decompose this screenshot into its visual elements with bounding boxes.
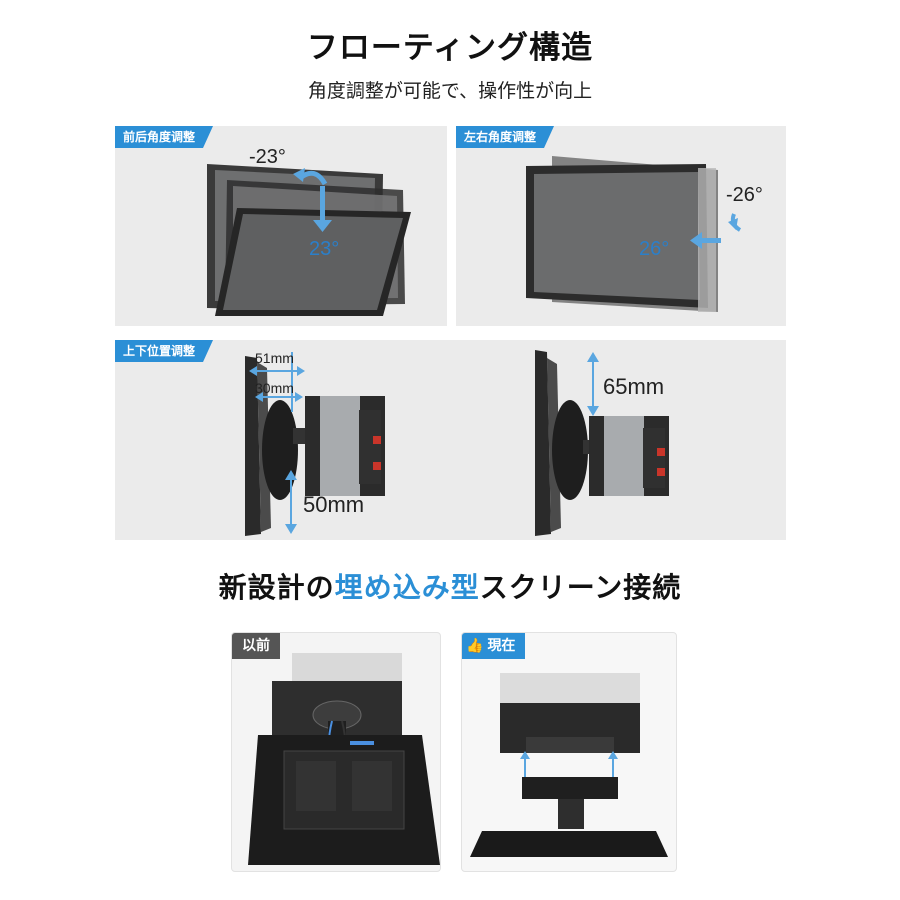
- swivel-tag: 左右角度调整: [456, 126, 554, 148]
- after-card: 👍現在: [461, 632, 677, 872]
- thumbs-up-icon: 👍: [466, 638, 484, 654]
- before-card: 以前: [231, 632, 441, 872]
- section-title: 新設計の埋め込み型スクリーン接続: [0, 566, 900, 606]
- before-tag: 以前: [232, 633, 280, 659]
- tilt-angle-up-label: -23°: [249, 146, 286, 168]
- after-tag: 👍現在: [462, 633, 526, 659]
- tilt-angle-down-label: 23°: [309, 238, 340, 260]
- after-tag-label: 現在: [487, 638, 516, 654]
- before-mount-photo: [248, 653, 440, 865]
- swivel-monitor-illustration: [526, 156, 742, 312]
- page-title: フローティング構造: [306, 30, 594, 66]
- position-adjust-panel: 上下位置调整 51mm 30mm 50mm 65mm: [115, 340, 786, 540]
- tilt-adjust-panel: 前后角度调整 -23° 23°: [115, 126, 447, 326]
- section-title-highlight: 埋め込み型: [334, 571, 480, 604]
- dim-51mm-label: 51mm: [255, 350, 294, 366]
- swivel-adjust-panel: 左右角度调整 -26° 26°: [456, 126, 786, 326]
- tilt-tag: 前后角度调整: [115, 126, 213, 148]
- swivel-angle-left-label: 26°: [639, 238, 670, 260]
- dim-30mm-label: 30mm: [255, 380, 294, 396]
- dim-65mm-label: 65mm: [603, 374, 665, 399]
- tilt-monitor-illustration: [207, 164, 411, 316]
- position-mount-illustration: [245, 350, 669, 536]
- page-subtitle: 角度調整が可能で、操作性が向上: [307, 80, 593, 102]
- position-tag: 上下位置调整: [115, 340, 213, 362]
- section-title-pre: 新設計の: [218, 571, 335, 604]
- swivel-angle-right-label: -26°: [726, 184, 763, 206]
- after-mount-photo: [470, 673, 668, 857]
- section-title-post: スクリーン接続: [479, 571, 682, 604]
- dim-50mm-label: 50mm: [303, 492, 365, 517]
